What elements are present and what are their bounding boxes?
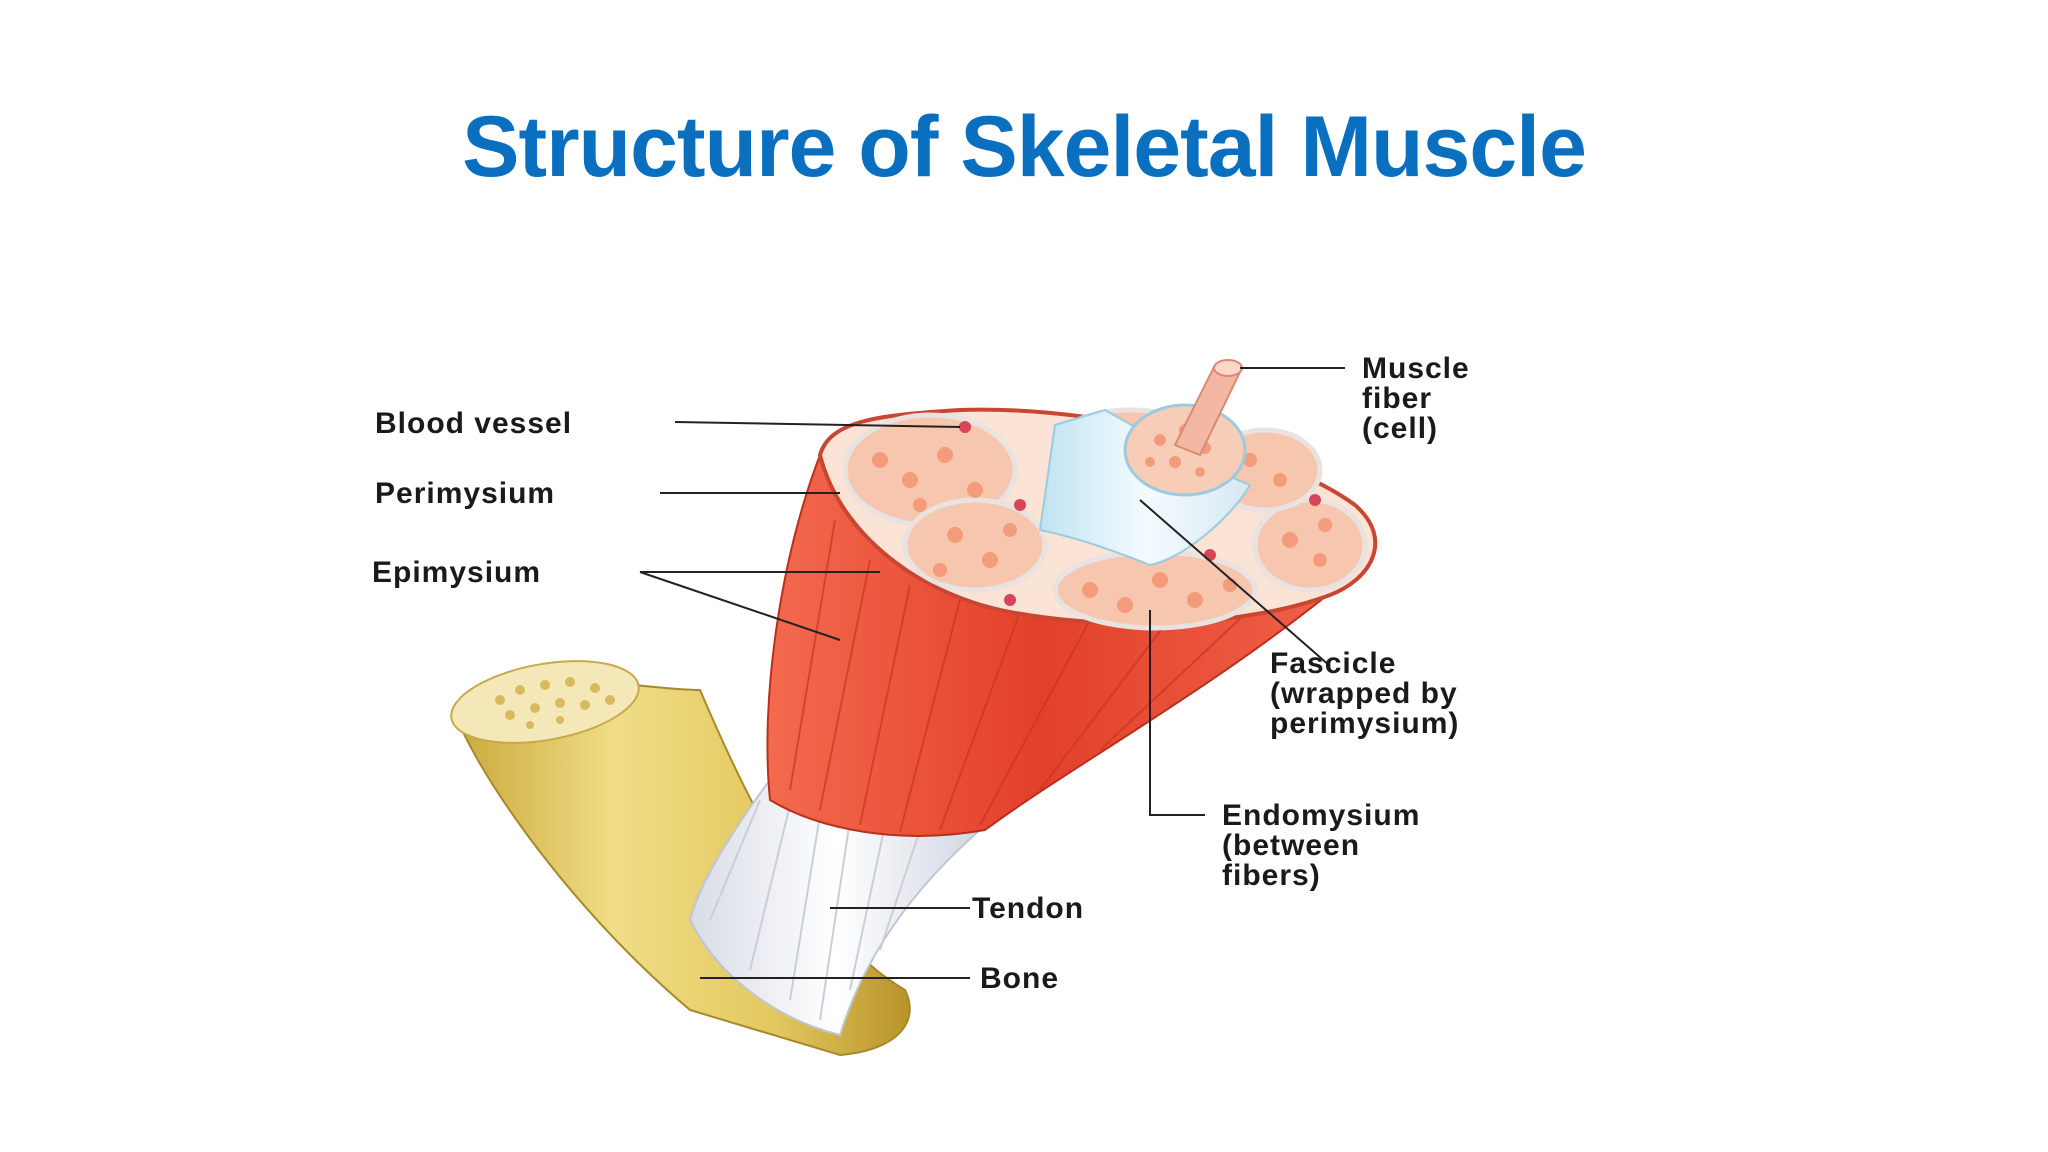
label-muscle-fiber-2: fiber [1362, 382, 1432, 415]
label-endomysium-2: (between [1222, 829, 1360, 862]
label-muscle-fiber-3: (cell) [1362, 412, 1438, 445]
label-perimysium: Perimysium [375, 477, 555, 510]
label-endomysium-1: Endomysium [1222, 799, 1420, 832]
label-bone: Bone [980, 962, 1059, 995]
label-fascicle-1: Fascicle [1270, 647, 1396, 680]
label-endomysium-3: fibers) [1222, 859, 1321, 892]
emerging-fascicle [1038, 359, 1252, 567]
label-blood-vessel: Blood vessel [375, 407, 572, 440]
label-fascicle-3: perimysium) [1270, 707, 1459, 740]
slide-title: Structure of Skeletal Muscle [462, 99, 1587, 195]
label-epimysium: Epimysium [372, 556, 541, 589]
label-muscle-fiber-1: Muscle [1362, 352, 1470, 385]
leader-lines [639, 367, 1345, 979]
label-tendon: Tendon [972, 892, 1084, 925]
blood-vessels [959, 421, 1321, 606]
label-fascicle-2: (wrapped by [1270, 677, 1458, 710]
